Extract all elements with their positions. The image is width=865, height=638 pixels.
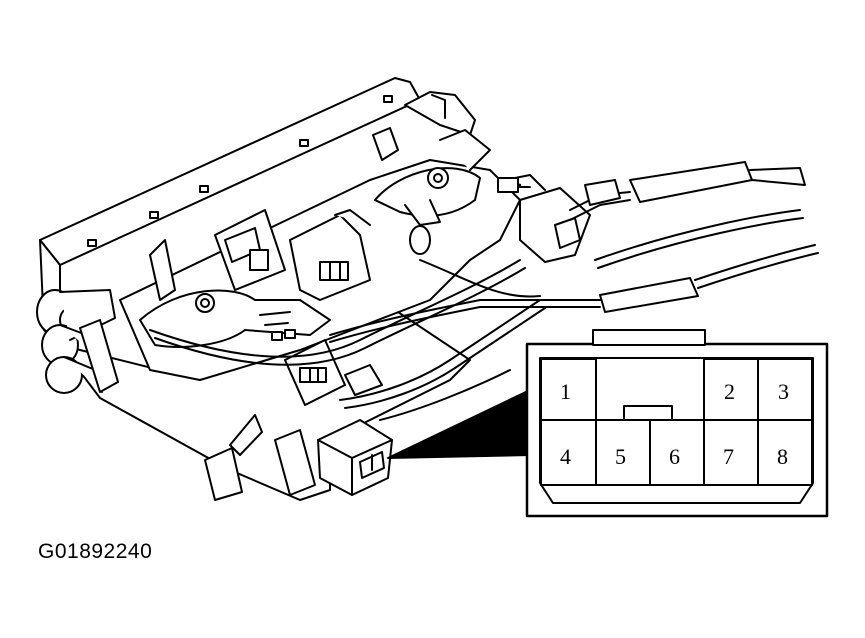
harness-connector-callout-target — [317, 419, 393, 496]
pin-cell-4 — [540, 419, 597, 486]
pin-label-8: 8 — [777, 444, 788, 469]
connector-face-view — [525, 329, 829, 518]
pin-label-5: 5 — [615, 444, 626, 469]
pin-label-4: 4 — [560, 444, 571, 469]
pin-labels: 1 2 3 4 5 6 7 8 — [560, 379, 789, 469]
connector-key-notch — [623, 405, 673, 421]
relay-modules — [214, 209, 371, 301]
mounting-brackets — [79, 91, 476, 501]
pin-cell-6 — [649, 419, 705, 486]
pin-cell-1 — [540, 358, 597, 421]
control-assembly-illustration — [36, 77, 819, 501]
cable-sleeves — [584, 161, 753, 313]
temp-door-lever — [374, 129, 491, 255]
pin-label-3: 3 — [778, 379, 789, 404]
pin-cell-3 — [757, 358, 813, 421]
mode-door-lever — [139, 239, 331, 348]
pin-label-1: 1 — [560, 379, 571, 404]
figure-id-label: G01892240 — [38, 540, 153, 563]
right-actuator — [497, 174, 591, 263]
pin-label-7: 7 — [723, 444, 734, 469]
pin-cell-8 — [757, 419, 813, 486]
wire-harness — [149, 191, 631, 421]
connector-locking-tab — [592, 329, 706, 346]
control-cables — [594, 167, 819, 289]
pin-cells — [540, 358, 813, 486]
pin-label-6: 6 — [669, 444, 680, 469]
pin-label-2: 2 — [724, 379, 735, 404]
